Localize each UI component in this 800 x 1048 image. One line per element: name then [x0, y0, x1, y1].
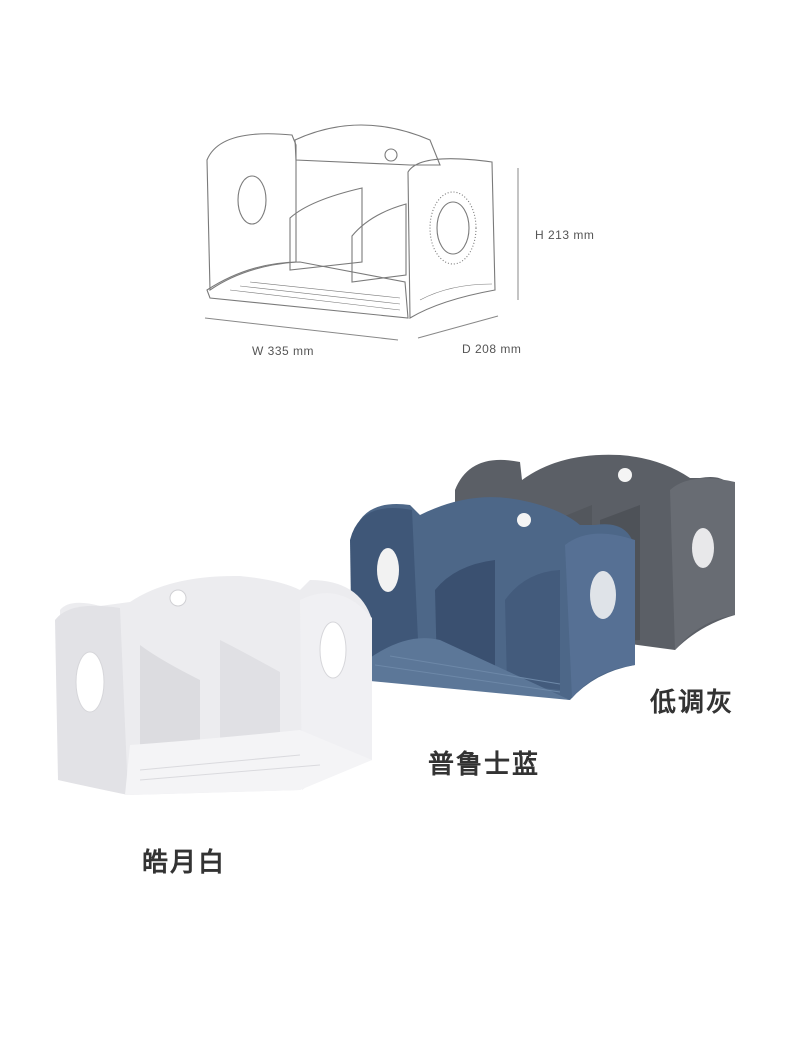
drawing-right-side [407, 158, 496, 319]
drawing-divider-1 [289, 187, 363, 271]
height-label: H 213 mm [535, 228, 595, 242]
drawing-hang-hole [384, 148, 398, 162]
depth-dimension-line [417, 315, 499, 339]
depth-label: D 208 mm [462, 342, 522, 356]
variant-label-blue: 普鲁士蓝 [428, 750, 541, 780]
width-dimension-line [204, 317, 399, 341]
blue-divider-2 [505, 570, 560, 690]
drawing-right-hole [436, 201, 470, 255]
line-drawing-diagram [204, 124, 519, 341]
variant-label-white: 皓月白 [142, 848, 227, 878]
variant-label-grey: 低调灰 [650, 688, 735, 718]
drawing-base [206, 261, 409, 319]
organizer-blue [350, 497, 635, 700]
drawing-left-side [206, 133, 297, 292]
organizer-white [55, 575, 372, 795]
width-label: W 335 mm [252, 344, 315, 358]
drawing-back-panel [294, 124, 441, 166]
drawing-divider-2 [351, 203, 407, 283]
drawing-left-hole [237, 175, 267, 225]
